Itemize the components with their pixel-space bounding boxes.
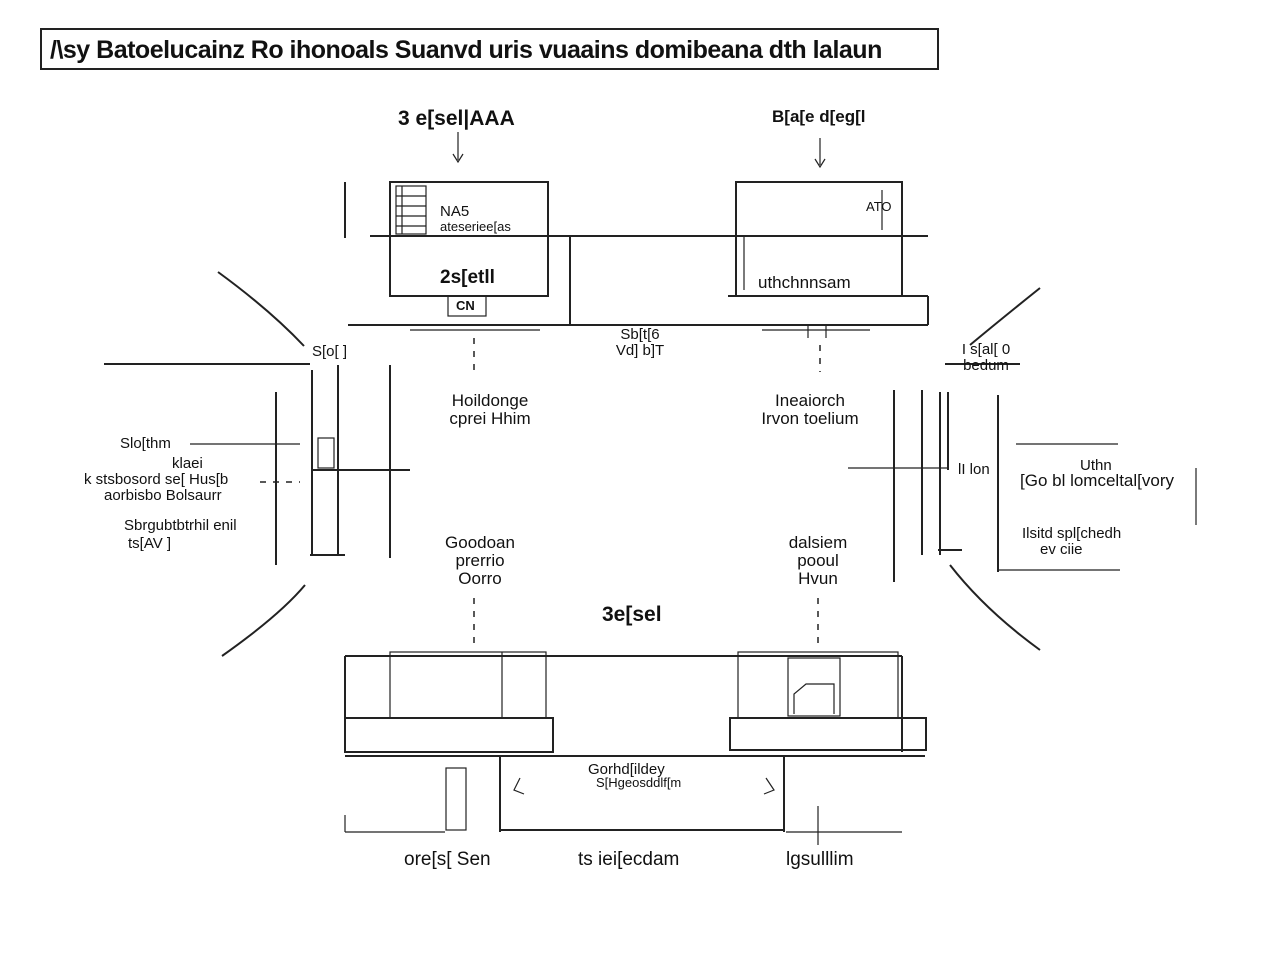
label-bottom-center-2: S[Hgeosddlf[m <box>596 775 682 790</box>
label-box-tr-caption: uthchnnsam <box>758 273 851 292</box>
label-center-top: Sb[t[6 Vd] b]T <box>615 326 665 359</box>
page-title: /\sy Batoelucainz Ro ihonoals Suanvd uri… <box>50 36 882 64</box>
arrow-top-left-head <box>452 153 464 164</box>
bottom-left-pier <box>445 767 467 831</box>
bottom-right-bay <box>737 651 899 719</box>
label-top-right-title: B[a[e d[eg[l <box>772 107 866 126</box>
label-center-right-lower: dalsiem pooul Hvun <box>788 533 848 588</box>
arrow-top-right-head <box>814 158 826 169</box>
left-upper-arc <box>217 271 305 347</box>
bottom-right-marker <box>763 777 775 795</box>
label-right-side-4: Ilsitd spl[chedh <box>1022 525 1122 542</box>
label-right-side-5: ev ciie <box>1040 541 1083 558</box>
bottom-left-marker <box>513 777 525 795</box>
label-left-side-3: k stsbosord se[ Hus[b <box>84 471 229 488</box>
label-box-tl-num: 2s[etll <box>440 267 495 288</box>
label-left-side-6: ts[AV ] <box>128 535 172 552</box>
label-left-side-1: Slo[thm <box>120 435 171 452</box>
bottom-right-door <box>787 657 841 717</box>
label-bottom-mid: ts iei[ecdam <box>578 849 680 870</box>
label-bottom-left: ore[s[ Sen <box>404 849 491 870</box>
label-left-side-2: klaei <box>172 455 203 472</box>
label-left-side-5: Sbrgubtbtrhil enil <box>124 517 237 534</box>
label-left-side-4: aorbisbo Bolsaurr <box>104 487 222 504</box>
bottom-right-door-arch <box>793 683 835 714</box>
label-center-right-upper: Ineaiorch Irvon toelium <box>761 391 859 428</box>
top-left-hatch <box>395 185 427 235</box>
label-right-top-tag: I s[al[ 0 bedum <box>961 341 1011 374</box>
label-box-tl-caption: ateseriee[as <box>440 219 511 234</box>
label-bottom-right: lgsulllim <box>786 849 854 870</box>
right-upper-arc <box>969 287 1041 346</box>
label-center-left-upper: Hoildonge cprei Hhim <box>449 391 531 428</box>
label-right-side-3: Uthn <box>1080 457 1112 474</box>
label-top-left-title: 3 e[sel|AAA <box>398 107 515 130</box>
title-frame: /\sy Batoelucainz Ro ihonoals Suanvd uri… <box>40 28 938 70</box>
label-center-left-lower: Goodoan prerrio Oorro <box>445 533 515 588</box>
label-bottom-center-1: Gorhd[ildey <box>588 761 665 778</box>
label-box-tl-code: NA5 <box>440 203 470 220</box>
label-right-side-2: [Go bl lomceltal[vory <box>1020 471 1174 490</box>
left-window <box>317 437 335 469</box>
bottom-left-plinth <box>344 717 554 753</box>
right-lower-arc <box>949 564 1041 651</box>
bottom-right-plinth <box>729 717 927 751</box>
left-lower-arc <box>221 584 306 657</box>
label-center-mid: 3e[sel <box>602 603 662 626</box>
chip-box <box>447 295 487 317</box>
bottom-left-bay <box>389 651 547 719</box>
label-left-top-tag: S[o[ ] <box>312 343 348 360</box>
label-right-side-1: lI lon <box>958 461 990 478</box>
label-box-tr-small: ATO <box>866 199 892 214</box>
label-box-tl-chip: CN <box>456 298 475 313</box>
